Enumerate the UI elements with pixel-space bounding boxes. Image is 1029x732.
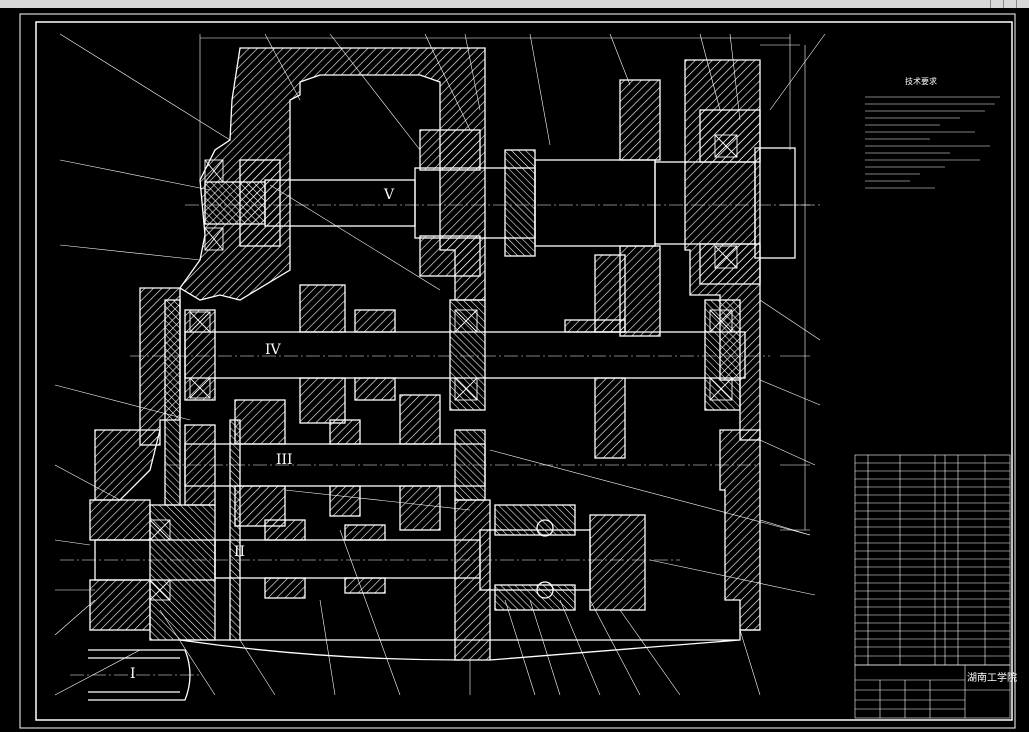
drawing-canvas[interactable]: V IV III II I 技术要求 xyxy=(0,8,1029,732)
shaft-label-iv: IV xyxy=(265,342,282,358)
outer-border xyxy=(19,13,1016,729)
tech-req-title: 技术要求 xyxy=(905,76,937,86)
shaft-label-i: I xyxy=(130,666,136,682)
title-block xyxy=(854,664,1011,719)
bearings xyxy=(149,134,738,601)
school-name: 湖南工学院 xyxy=(967,671,1017,684)
leader-lines xyxy=(54,33,826,696)
window-titlebar xyxy=(0,0,1029,8)
gearbox-drawing: V IV III II I 技术要求 xyxy=(19,13,1017,729)
shaft-iv xyxy=(184,254,746,459)
parts-list xyxy=(854,454,1011,666)
shaft-label-ii: II xyxy=(234,544,245,560)
shaft-v xyxy=(204,79,796,337)
dimensions xyxy=(199,34,810,531)
maximize-button[interactable] xyxy=(1003,0,1016,8)
centerlines xyxy=(60,204,820,676)
minimize-button[interactable] xyxy=(990,0,1003,8)
close-button[interactable] xyxy=(1016,0,1029,8)
tech-requirements: 技术要求 xyxy=(865,76,1000,189)
inner-border xyxy=(35,21,1013,721)
shaft-label-iii: III xyxy=(276,452,293,468)
shaft-label-v: V xyxy=(383,187,395,203)
